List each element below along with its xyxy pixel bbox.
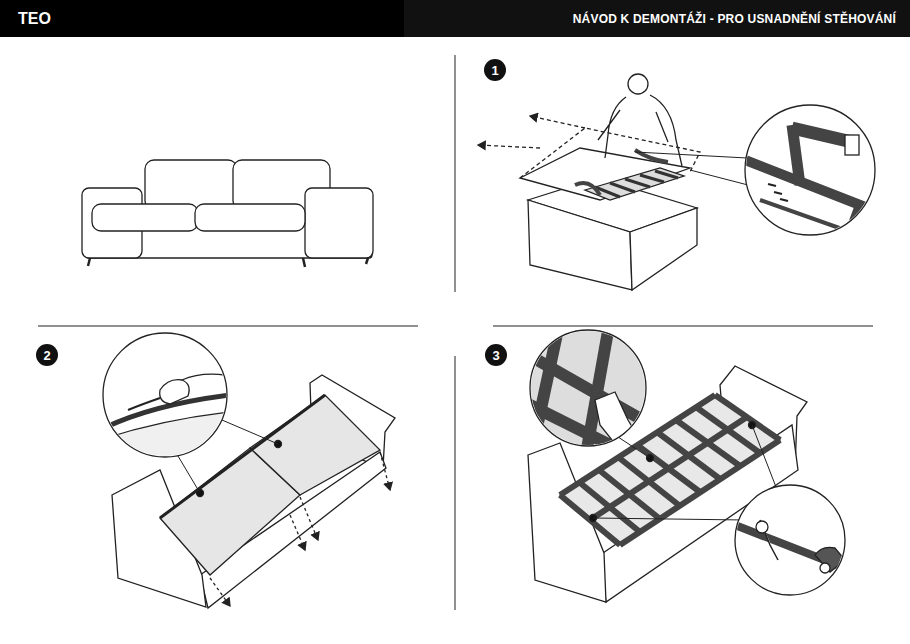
step-number: 2: [36, 344, 58, 366]
divider: [38, 55, 873, 610]
step-label: 1: [491, 64, 498, 77]
step-label: 2: [43, 349, 50, 362]
header-title: NÁVOD K DEMONTÁŽI - PRO USNADNĚNÍ STĚHOV…: [573, 12, 896, 26]
step3-drawing: [520, 320, 850, 602]
step-number: 3: [485, 344, 507, 366]
header-bar: [404, 0, 910, 37]
step2-drawing: [100, 333, 395, 608]
header-bar: [0, 0, 404, 37]
step-label: 3: [492, 349, 499, 362]
step-number: 1: [484, 59, 506, 81]
sofa-drawing: [82, 160, 373, 267]
product-name: TEO: [18, 10, 51, 28]
step1-drawing: [478, 74, 875, 290]
